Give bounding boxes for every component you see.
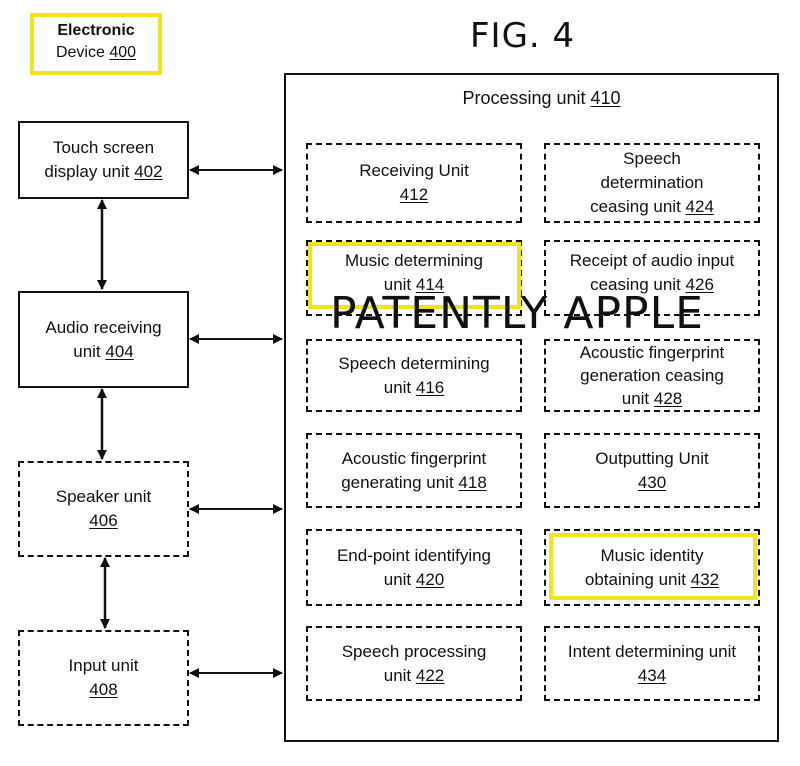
unit-label-text: unit [383, 275, 416, 294]
unit-label: Receipt of audio input [569, 251, 735, 270]
device-label-line2: Device 400 [34, 42, 158, 64]
figure-title: FIG. 4 [470, 16, 576, 56]
processing-unit [284, 73, 779, 742]
unit-label-text: generating unit [341, 472, 459, 492]
unit-label: End-point identifying [336, 545, 492, 565]
input-unit: Input unit 408 [18, 630, 189, 726]
unit-label: Touch screen [52, 138, 155, 157]
unit-label-2: 408 [69, 678, 139, 702]
unit-ref: 408 [89, 680, 118, 699]
unit-label: Outputting Unit [595, 448, 709, 468]
unit-label: Intent determining unit [567, 641, 737, 661]
acoustic-fingerprint-generating-unit: Acoustic fingerprint generating unit 418 [306, 433, 522, 508]
unit-label-text: unit [73, 341, 106, 361]
unit-label: Audio receiving [45, 317, 162, 337]
speech-determination-ceasing-unit: Speech determination ceasing unit 424 [544, 143, 760, 223]
device-label-text: Device [55, 44, 110, 61]
touch-screen-display-unit: Touch screen display unit 402 [18, 121, 189, 199]
unit-label-text: unit [383, 665, 416, 685]
unit-ref: 404 [105, 341, 134, 361]
speech-processing-unit: Speech processing unit 422 [306, 626, 522, 701]
unit-label-text: unit [621, 389, 654, 408]
device-ref: 400 [109, 44, 137, 61]
receipt-of-audio-input-ceasing-unit: Receipt of audio input ceasing unit 426 [544, 240, 760, 316]
unit-ref: 424 [685, 197, 714, 216]
unit-ref: 402 [134, 162, 163, 181]
unit-ref: 432 [690, 569, 720, 589]
unit-label-2: display unit 402 [44, 160, 162, 184]
processing-unit-ref: 410 [590, 88, 621, 108]
unit-label: Speech processing [341, 641, 487, 661]
audio-receiving-unit: Audio receiving unit 404 [18, 291, 189, 388]
unit-label: Input unit [68, 656, 139, 675]
unit-ref: 418 [458, 472, 487, 492]
outputting-unit: Outputting Unit 430 [544, 433, 760, 508]
unit-ref: 434 [637, 665, 667, 685]
unit-label: Speech [623, 149, 681, 168]
unit-label-2: 406 [56, 509, 151, 533]
unit-label-text: ceasing unit [590, 197, 686, 216]
unit-label: Speaker unit [55, 487, 152, 506]
music-identity-obtaining-unit: Music identity obtaining unit 432 [544, 529, 760, 606]
unit-label: Acoustic fingerprint [341, 448, 487, 468]
unit-ref: 416 [415, 377, 445, 397]
unit-ref: 420 [415, 569, 445, 589]
watermark: PATENTLY APPLE [330, 288, 704, 339]
device-label-line1: Electronic [57, 22, 135, 39]
receiving-unit: Receiving Unit 412 [306, 143, 522, 223]
unit-label-b: generation ceasing [580, 366, 724, 385]
unit-ref: 422 [415, 665, 445, 685]
unit-label-text: obtaining unit [584, 569, 691, 589]
unit-ref: 430 [637, 472, 667, 492]
electronic-device-label: Electronic Device 400 [30, 13, 162, 75]
unit-label: Music determining [345, 251, 483, 270]
speech-determining-unit: Speech determining unit 416 [306, 339, 522, 412]
processing-unit-title: Processing unit 410 [284, 88, 799, 109]
music-determining-unit: Music determining unit 414 [306, 240, 522, 316]
unit-label-text: unit [383, 377, 416, 397]
unit-label: Receiving Unit [359, 161, 469, 180]
unit-label-text: display unit [44, 162, 135, 181]
intent-determining-unit: Intent determining unit 434 [544, 626, 760, 701]
processing-unit-label: Processing unit [462, 88, 591, 108]
unit-label-text: ceasing unit [590, 275, 686, 294]
speaker-unit: Speaker unit 406 [18, 461, 189, 557]
unit-label-2: unit 404 [45, 340, 161, 364]
unit-label: Music identity [600, 545, 704, 565]
unit-ref: 428 [653, 389, 683, 408]
unit-ref: 414 [415, 275, 445, 294]
end-point-identifying-unit: End-point identifying unit 420 [306, 529, 522, 606]
acoustic-fingerprint-generation-ceasing-unit: Acoustic fingerprint generation ceasing … [544, 339, 760, 412]
unit-ref: 412 [399, 185, 429, 204]
unit-label: Speech determining [338, 353, 490, 373]
unit-label-text: unit [383, 569, 416, 589]
unit-ref: 426 [685, 275, 714, 294]
unit-ref: 406 [89, 511, 118, 530]
unit-label: Acoustic fingerprint [579, 343, 725, 362]
unit-label-b: determination [600, 173, 704, 192]
